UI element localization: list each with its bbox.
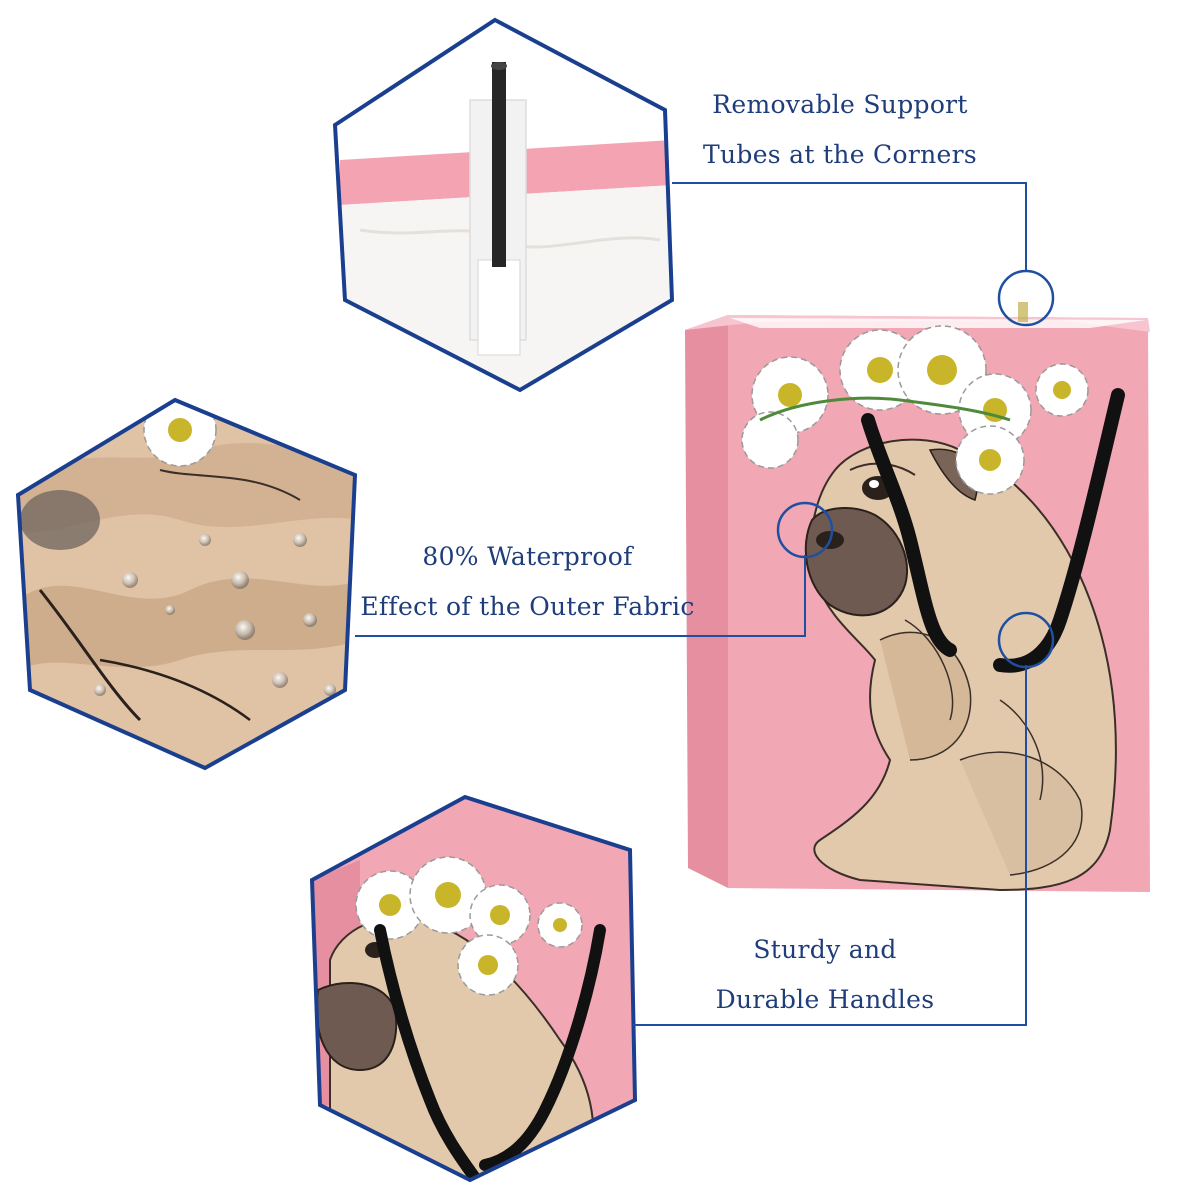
laundry-basket-image xyxy=(685,302,1150,892)
support-tube-closeup xyxy=(332,17,675,393)
waterproof-caption-line2: Effect of the Outer Fabric xyxy=(360,592,695,621)
handles-caption-line1: Sturdy and xyxy=(753,935,897,964)
waterproof-fabric-closeup xyxy=(15,397,358,771)
pug-illustration xyxy=(804,438,1117,892)
waterproof-caption-line1: 80% Waterproof xyxy=(422,542,633,571)
handles-caption: Sturdy and Durable Handles xyxy=(700,925,950,1025)
handles-closeup xyxy=(309,794,638,1183)
daisy-crown xyxy=(741,325,1089,495)
handles xyxy=(861,388,1125,673)
handles-caption-line2: Durable Handles xyxy=(715,985,935,1014)
callout-lines xyxy=(355,182,1055,1026)
support-tubes-caption-line2: Tubes at the Corners xyxy=(703,140,977,169)
waterproof-caption: 80% Waterproof Effect of the Outer Fabri… xyxy=(355,532,700,632)
support-tubes-caption-line1: Removable Support xyxy=(712,90,968,119)
support-tubes-caption: Removable Support Tubes at the Corners xyxy=(690,80,990,180)
